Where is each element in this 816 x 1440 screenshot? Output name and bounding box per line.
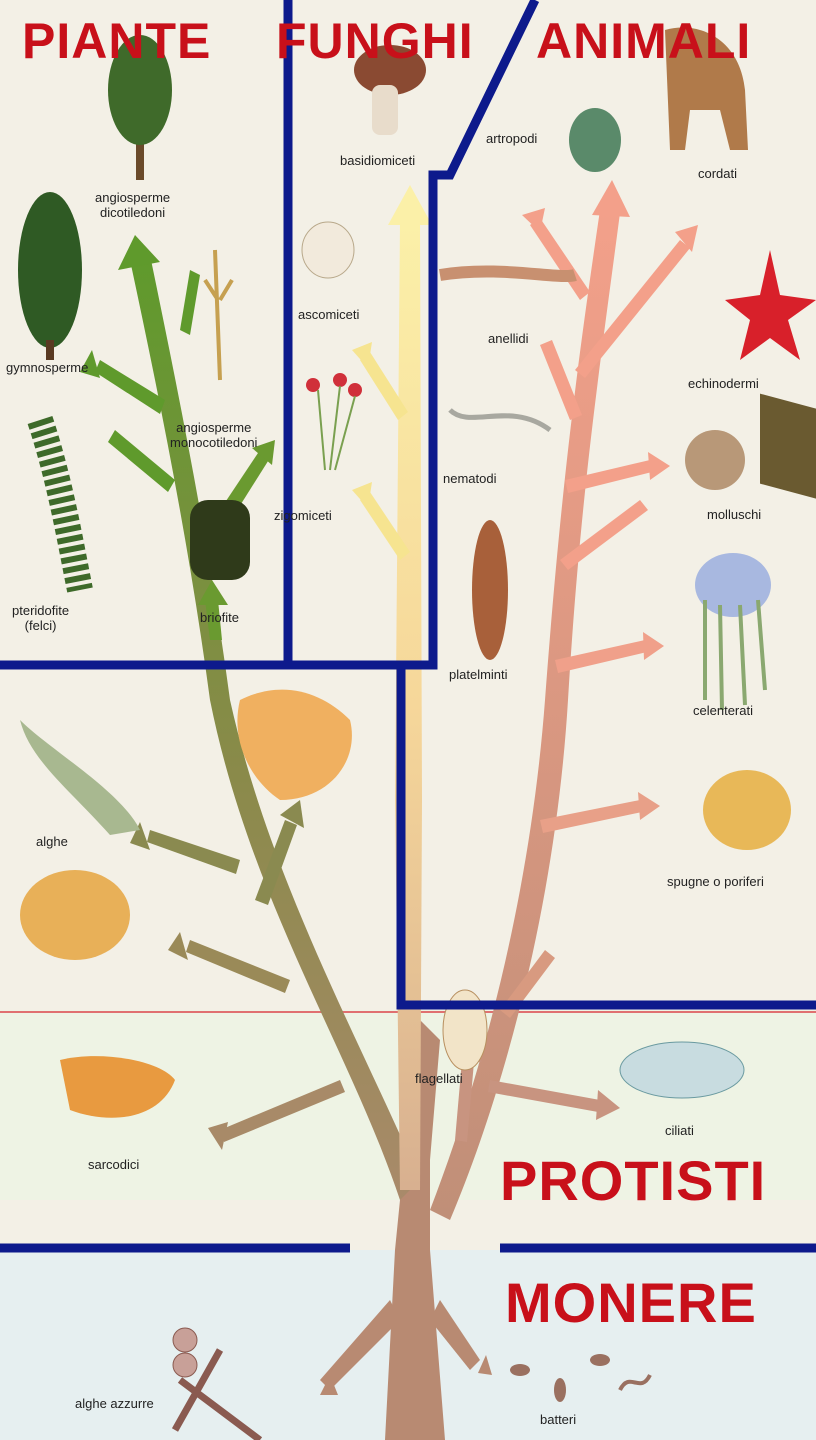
cell (173, 1353, 197, 1377)
gymnosperme-illustration (18, 192, 82, 348)
zigomiceti-illustration (306, 378, 320, 392)
platelminti-illustration (472, 520, 508, 660)
label-ciliati: ciliati (665, 1123, 694, 1138)
label-spugne-o-poriferi: spugne o poriferi (667, 874, 764, 889)
kingdom-title-funghi: FUNGHI (276, 12, 474, 70)
label-molluschi: molluschi (707, 507, 761, 522)
label-ascomiceti: ascomiceti (298, 307, 359, 322)
label-cordati: cordati (698, 166, 737, 181)
label-angiosperme-monocotiledoni: angiosperme monocotiledoni (170, 420, 257, 450)
label-batteri: batteri (540, 1412, 576, 1427)
anellidi-illustration (440, 271, 575, 276)
spore (333, 373, 347, 387)
ciliati-illustration (620, 1042, 744, 1098)
kingdom-title-monere: MONERE (505, 1270, 757, 1335)
kingdom-title-protisti: PROTISTI (500, 1148, 766, 1213)
briofite-illustration (190, 500, 250, 580)
label-line: pteridofite (12, 603, 69, 618)
label-line: angiosperme (95, 190, 170, 205)
label-platelminti: platelminti (449, 667, 508, 682)
label-briofite: briofite (200, 610, 239, 625)
label-gymnosperme: gymnosperme (6, 360, 88, 375)
label-basidiomiceti: basidiomiceti (340, 153, 415, 168)
alghe-illustration-3 (20, 870, 130, 960)
spugne-illustration (703, 770, 791, 850)
bacterium (590, 1354, 610, 1366)
bacterium (554, 1378, 566, 1402)
label-pteridofite: pteridofite (felci) (12, 603, 69, 633)
kingdom-title-piante: PIANTE (22, 12, 211, 70)
spore (348, 383, 362, 397)
label-line: angiosperme (170, 420, 257, 435)
label-artropodi: artropodi (486, 131, 537, 146)
label-flagellati: flagellati (415, 1071, 463, 1086)
batteri-illustration (510, 1364, 530, 1376)
label-angiosperme-dicotiledoni: angiosperme dicotiledoni (95, 190, 170, 220)
label-celenterati: celenterati (693, 703, 753, 718)
decorative-block (760, 394, 816, 499)
molluschi-illustration (685, 430, 745, 490)
mushroom-stem (372, 85, 398, 135)
label-line: dicotiledoni (95, 205, 170, 220)
label-line: (felci) (12, 618, 69, 633)
label-anellidi: anellidi (488, 331, 528, 346)
label-line: monocotiledoni (170, 435, 257, 450)
alghe-azzurre-illustration (173, 1328, 197, 1352)
label-alghe-azzurre: alghe azzurre (75, 1396, 154, 1411)
artropodi-illustration (569, 108, 621, 172)
label-nematodi: nematodi (443, 471, 496, 486)
kingdom-title-animali: ANIMALI (536, 12, 751, 70)
label-echinodermi: echinodermi (688, 376, 759, 391)
trunk-small (46, 340, 54, 360)
label-zigomiceti: zigomiceti (274, 508, 332, 523)
label-alghe: alghe (36, 834, 68, 849)
ascomiceti-illustration (302, 222, 354, 278)
label-sarcodici: sarcodici (88, 1157, 139, 1172)
